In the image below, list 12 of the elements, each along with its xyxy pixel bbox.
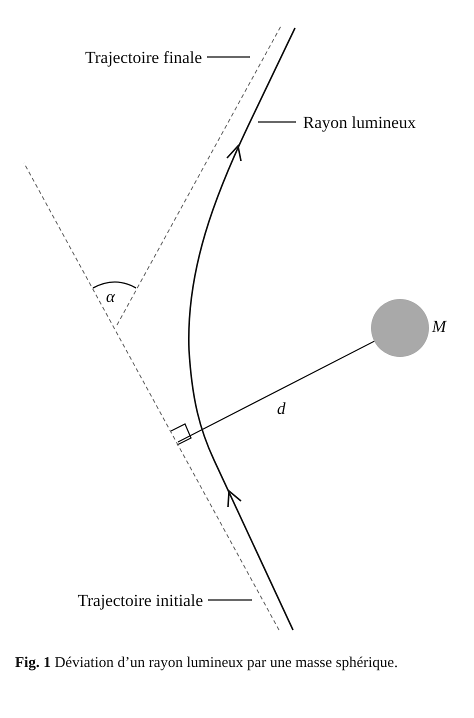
leader-line — [208, 599, 252, 601]
trajectory-label: Trajectoire initiale — [78, 592, 203, 609]
leader-line — [207, 56, 250, 58]
ray-label: Rayon lumineux — [303, 114, 416, 131]
figure-caption: Fig. 1 Déviation d’un rayon lumineux par une masse sphérique. — [15, 656, 398, 671]
angle-label: α — [106, 288, 115, 305]
trajectory-label: Trajectoire finale — [85, 49, 202, 66]
mass-sphere — [371, 299, 429, 357]
initial-trajectory-line — [24, 162, 280, 630]
mass-label: M — [432, 318, 446, 335]
distance-label: d — [277, 400, 286, 417]
leader-line — [258, 121, 296, 123]
